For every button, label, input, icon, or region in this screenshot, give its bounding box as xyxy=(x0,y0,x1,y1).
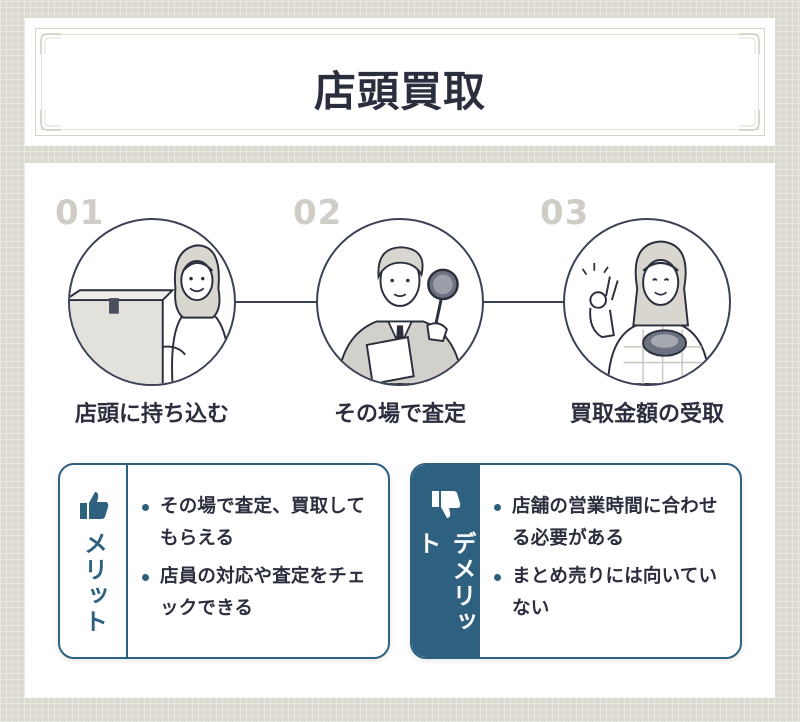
merit-label: メリット xyxy=(79,531,108,635)
title-panel: 店頭買取 xyxy=(25,18,775,146)
step-illustration-receive-money xyxy=(563,218,731,386)
list-item: まとめ売りには向いていない xyxy=(494,561,732,625)
step-label: 買取金額の受取 xyxy=(569,402,724,427)
list-item: 店舗の営業時間に合わせる必要がある xyxy=(494,491,732,555)
step-number: 02 xyxy=(293,193,343,233)
step-label: その場で査定 xyxy=(333,402,466,427)
step-number: 01 xyxy=(55,193,105,233)
merit-tab: メリット xyxy=(60,465,128,657)
frame-corner-ornament-icon xyxy=(738,109,760,131)
step-connector-line xyxy=(235,301,330,303)
decorative-frame xyxy=(35,28,765,136)
list-item: 店員の対応や査定をチェックできる xyxy=(142,561,380,625)
demerit-list: 店舗の営業時間に合わせる必要がある まとめ売りには向いていない xyxy=(494,491,732,631)
step-connector-line xyxy=(480,301,575,303)
main-panel: 01 店頭に持ち込む 02 xyxy=(25,163,775,698)
frame-corner-ornament-icon xyxy=(40,33,62,55)
thumbs-down-icon xyxy=(430,489,462,521)
step-illustration-appraisal xyxy=(316,218,484,386)
thumbs-up-icon xyxy=(78,489,110,521)
step-number: 03 xyxy=(540,193,590,233)
merit-list: その場で査定、買取してもらえる 店員の対応や査定をチェックできる xyxy=(142,491,380,631)
merit-box: メリット その場で査定、買取してもらえる 店員の対応や査定をチェックできる xyxy=(58,463,390,659)
demerit-box: デメリット 店舗の営業時間に合わせる必要がある まとめ売りには向いていない xyxy=(410,463,742,659)
demerit-tab: デメリット xyxy=(412,465,480,657)
frame-corner-ornament-icon xyxy=(40,109,62,131)
frame-corner-ornament-icon xyxy=(738,33,760,55)
list-item: その場で査定、買取してもらえる xyxy=(142,491,380,555)
page-title: 店頭買取 xyxy=(313,67,486,116)
demerit-label: デメリット xyxy=(413,531,476,635)
step-illustration-carry-box xyxy=(68,218,236,386)
step-label: 店頭に持ち込む xyxy=(74,402,229,427)
